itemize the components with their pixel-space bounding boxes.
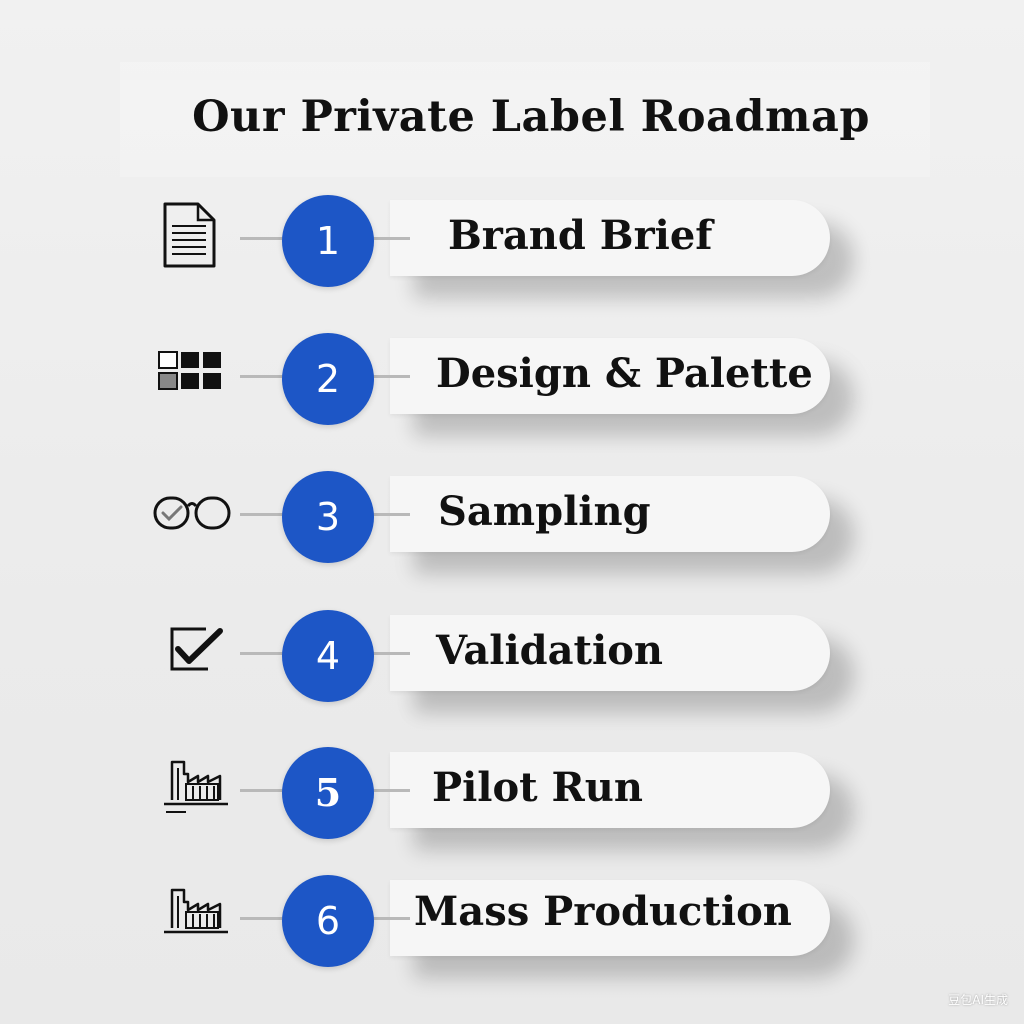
step-card <box>390 200 830 276</box>
step-number-badge: 1 <box>282 195 374 287</box>
step-number-badge: 3 <box>282 471 374 563</box>
checkbox-check-icon <box>150 615 235 695</box>
step-card <box>390 615 830 691</box>
step-card <box>390 476 830 552</box>
roadmap-step: 4 Validation <box>0 610 1024 725</box>
step-label: Pilot Run <box>432 764 643 811</box>
step-card <box>390 880 830 956</box>
step-number-badge: 2 <box>282 333 374 425</box>
step-label: Design & Palette <box>436 350 813 397</box>
document-icon <box>150 200 235 280</box>
step-label: Brand Brief <box>448 212 713 259</box>
step-label: Mass Production <box>414 888 792 935</box>
factory-icon <box>150 880 235 960</box>
roadmap-step: 2 Design & Palette <box>0 333 1024 448</box>
step-card <box>390 338 830 414</box>
step-label: Sampling <box>438 488 651 535</box>
factory-icon <box>150 752 235 832</box>
page-title: Our Private Label Roadmap <box>192 92 870 142</box>
step-card <box>390 752 830 828</box>
roadmap-step: 6 Mass Production <box>0 875 1024 990</box>
step-number-badge: 4 <box>282 610 374 702</box>
step-number-badge: 5 <box>282 747 374 839</box>
roadmap-step: 1 Brand Brief <box>0 195 1024 310</box>
watermark: 豆包AI生成 <box>948 993 1008 1007</box>
glasses-check-icon <box>150 476 235 556</box>
roadmap-step: 3 Sampling <box>0 471 1024 586</box>
step-label: Validation <box>436 627 663 674</box>
palette-grid-icon <box>150 338 235 418</box>
roadmap-step: 5 Pilot Run <box>0 747 1024 862</box>
title-panel <box>120 62 930 177</box>
step-number-badge: 6 <box>282 875 374 967</box>
